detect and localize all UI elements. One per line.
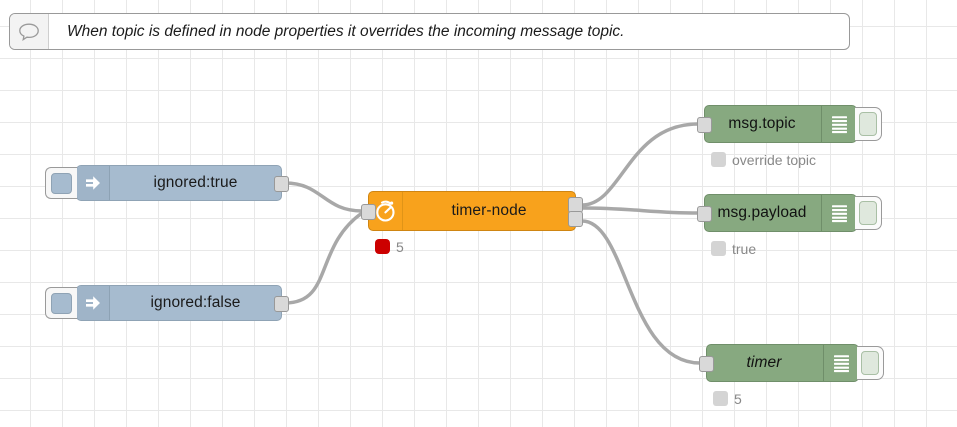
output-port[interactable] (274, 296, 289, 312)
output-port-2[interactable] (568, 211, 583, 227)
timer-node-label: timer-node (451, 202, 527, 219)
debug-node-label: timer (746, 354, 782, 371)
status-indicator-grey (711, 152, 726, 167)
wire-timer-out1-to-msg-payload (580, 206, 700, 215)
status-indicator-red (375, 239, 390, 254)
speech-bubble-icon (10, 14, 49, 49)
wire-timer-out1-to-msg-topic (580, 122, 700, 207)
status-indicator-grey (713, 391, 728, 406)
comment-text: When topic is defined in node properties… (67, 22, 625, 40)
status-text: 5 (396, 238, 404, 255)
timer-node[interactable]: timer-node (361, 191, 583, 231)
debug-node-msg-topic[interactable]: msg.topic (697, 105, 882, 143)
debug-toggle-button[interactable] (855, 107, 882, 141)
debug-lines-icon (821, 195, 856, 231)
status-indicator-grey (711, 241, 726, 256)
debug-node-label: msg.payload (717, 204, 807, 221)
debug-node-msg-topic-status: override topic (711, 152, 816, 167)
inject-trigger-button-inner (51, 172, 72, 194)
timer-node-status: 5 (375, 239, 404, 254)
wire-inject-false-to-timer (283, 211, 364, 305)
inject-arrow-icon (77, 166, 110, 200)
inject-trigger-button[interactable] (45, 287, 77, 319)
debug-toggle-button[interactable] (857, 346, 884, 380)
inject-node-ignored-true[interactable]: ignored:true (45, 165, 289, 201)
wire-inject-true-to-timer (283, 181, 364, 213)
inject-node-label: ignored:false (150, 294, 241, 311)
inject-node-ignored-false[interactable]: ignored:false (45, 285, 289, 321)
debug-node-label: msg.topic (728, 115, 796, 132)
debug-node-msg-payload[interactable]: msg.payload (697, 194, 882, 232)
input-port[interactable] (361, 204, 376, 220)
debug-lines-icon (823, 345, 858, 381)
comment-node[interactable]: When topic is defined in node properties… (9, 13, 850, 50)
debug-node-msg-payload-status: true (711, 241, 756, 256)
debug-toggle-button-inner (861, 351, 879, 375)
status-text: 5 (734, 390, 742, 407)
debug-node-timer-status: 5 (713, 391, 742, 406)
input-port[interactable] (697, 206, 712, 222)
status-text: override topic (732, 151, 817, 168)
input-port[interactable] (699, 356, 714, 372)
inject-trigger-button[interactable] (45, 167, 77, 199)
debug-toggle-button-inner (859, 201, 877, 225)
output-port[interactable] (274, 176, 289, 192)
status-text: true (732, 240, 757, 257)
inject-trigger-button-inner (51, 292, 72, 314)
debug-toggle-button-inner (859, 112, 877, 136)
stopwatch-icon (369, 192, 403, 230)
debug-node-timer[interactable]: timer (699, 344, 884, 382)
inject-node-label: ignored:true (153, 174, 238, 191)
inject-arrow-icon (77, 286, 110, 320)
input-port[interactable] (697, 117, 712, 133)
debug-lines-icon (821, 106, 856, 142)
wire-timer-out2-to-debug-timer (580, 219, 702, 365)
debug-toggle-button[interactable] (855, 196, 882, 230)
